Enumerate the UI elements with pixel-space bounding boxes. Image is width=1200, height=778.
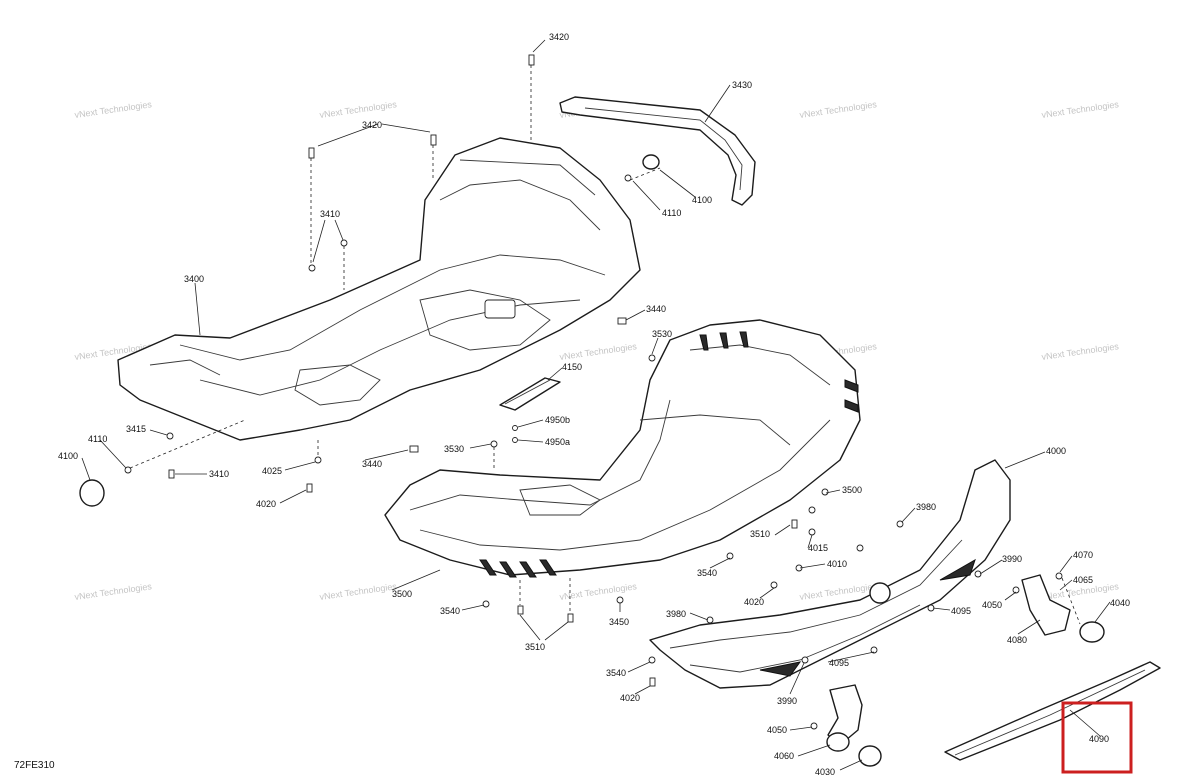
label-3540-lower: 3540 xyxy=(606,668,626,678)
part-3430-rail xyxy=(559,96,756,206)
drawing-code: 72FE310 xyxy=(14,760,55,771)
label-3440-mid: 3440 xyxy=(362,459,382,469)
label-3530-mid: 3530 xyxy=(444,444,464,454)
label-4040: 4040 xyxy=(1110,598,1130,608)
watermark-text: vNext Technologies xyxy=(559,581,638,602)
label-3440-top: 3440 xyxy=(646,304,666,314)
label-3500-right: 3500 xyxy=(842,485,862,495)
label-4950b: 4950b xyxy=(545,415,570,425)
label-4060: 4060 xyxy=(774,751,794,761)
label-4020-mid: 4020 xyxy=(744,597,764,607)
label-3415: 3415 xyxy=(126,424,146,434)
part-4070-right-bracket xyxy=(1021,572,1105,643)
label-3540-left: 3540 xyxy=(440,606,460,616)
label-4050-lower: 4050 xyxy=(767,725,787,735)
label-3980-lower: 3980 xyxy=(666,609,686,619)
leader-lines xyxy=(81,39,1111,771)
label-4030: 4030 xyxy=(815,767,835,777)
watermark-text: vNext Technologies xyxy=(1041,341,1120,362)
left-small-parts xyxy=(79,317,656,507)
label-4100-left: 4100 xyxy=(58,451,78,461)
label-4090: 4090 xyxy=(1089,734,1109,744)
label-3450: 3450 xyxy=(609,617,629,627)
label-4100-top: 4100 xyxy=(692,195,712,205)
label-3990-lower: 3990 xyxy=(777,696,797,706)
label-4095-right: 4095 xyxy=(951,606,971,616)
label-4000: 4000 xyxy=(1046,446,1066,456)
label-4110-left: 4110 xyxy=(88,434,107,444)
watermark-text: vNext Technologies xyxy=(319,581,398,602)
label-3990-right: 3990 xyxy=(1002,554,1022,564)
part-3400-skid-plate xyxy=(117,137,641,441)
label-3980-top: 3980 xyxy=(916,502,936,512)
watermark-text: vNext Technologies xyxy=(319,99,398,120)
label-3500-lower: 3500 xyxy=(392,589,412,599)
label-3410-top: 3410 xyxy=(320,209,340,219)
label-4095-lower: 4095 xyxy=(829,658,849,668)
watermark-text: vNext Technologies xyxy=(74,99,153,120)
part-labels: 3420 3430 3420 4100 4110 3410 3400 3440 … xyxy=(58,32,1130,777)
fasteners-top xyxy=(308,54,661,290)
watermark-text: vNext Technologies xyxy=(74,581,153,602)
label-3510-lower: 3510 xyxy=(525,642,545,652)
label-3530-top: 3530 xyxy=(652,329,672,339)
label-3430: 3430 xyxy=(732,80,752,90)
label-4110-top: 4110 xyxy=(662,208,681,218)
label-3400: 3400 xyxy=(184,274,204,284)
watermark-text: vNext Technologies xyxy=(799,99,878,120)
label-4015: 4015 xyxy=(808,543,828,553)
label-3420-mid: 3420 xyxy=(362,120,382,130)
label-3510-right: 3510 xyxy=(750,529,770,539)
label-4050-right: 4050 xyxy=(982,600,1002,610)
part-3500-lower-skid xyxy=(384,319,861,578)
part-4150-bracket xyxy=(499,377,561,411)
label-3410-left: 3410 xyxy=(209,469,229,479)
label-4020-left: 4020 xyxy=(256,499,276,509)
part-4000-bumper xyxy=(649,459,1011,689)
watermark-text: vNext Technologies xyxy=(1041,99,1120,120)
part-4090-rail xyxy=(944,661,1161,761)
watermark-text: vNext Technologies xyxy=(559,341,638,362)
label-4010: 4010 xyxy=(827,559,847,569)
label-3540-right: 3540 xyxy=(697,568,717,578)
label-3420-top: 3420 xyxy=(549,32,569,42)
lower-fasteners xyxy=(482,488,1020,730)
label-4065: 4065 xyxy=(1073,575,1093,585)
label-4150: 4150 xyxy=(562,362,582,372)
label-4950a: 4950a xyxy=(545,437,570,447)
highlight-box-4090 xyxy=(1061,701,1133,774)
label-4070: 4070 xyxy=(1073,550,1093,560)
part-4060-left-bracket xyxy=(826,684,882,767)
label-4025: 4025 xyxy=(262,466,282,476)
label-4080: 4080 xyxy=(1007,635,1027,645)
label-4020-lower: 4020 xyxy=(620,693,640,703)
